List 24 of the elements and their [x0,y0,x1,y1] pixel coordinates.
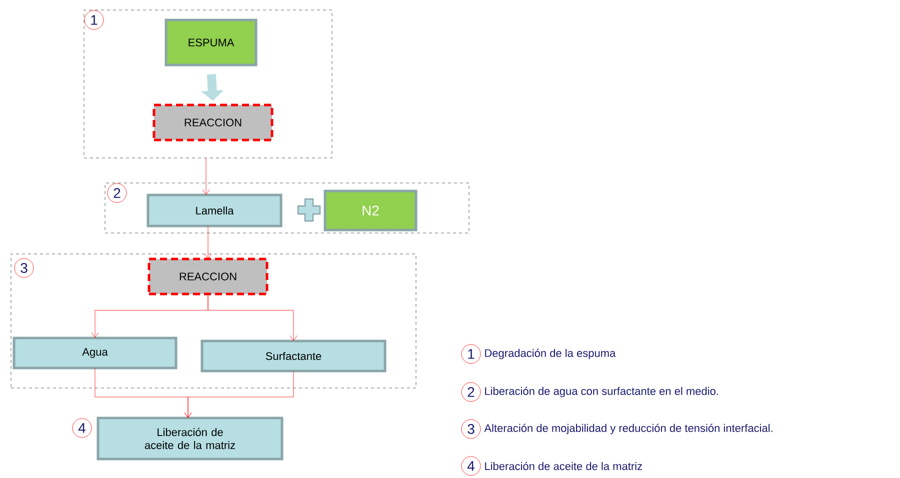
circled-number: 1 [461,344,481,364]
process-box: N2 [324,190,418,232]
circled-number: 3 [461,419,481,439]
arrow [184,370,294,418]
list-item-text: Alteración de mojabilidad y reducción de tensión interfacial. [484,424,772,434]
list-item-text: Degradación de la espuma [485,348,616,360]
list-item-text: Liberación de aceite de la matriz [485,462,642,470]
circled-number: 1 [84,10,104,30]
circled-number: 4 [72,418,92,438]
process-box: Surfactante [200,340,386,372]
list-item-text: Liberación de agua con surfactante en el medio. [485,386,718,398]
reaction-box: REACCION [148,258,268,296]
circled-number: 3 [14,258,34,278]
process-box: ESPUMA [164,18,258,66]
arrow [208,295,298,341]
reaction-box: REACCION [152,104,274,142]
arrow [202,158,210,195]
circled-number: 4 [461,456,481,476]
circled-number: 2 [107,183,127,203]
process-box: Lamella [146,194,282,228]
circled-number: 2 [461,382,481,402]
process-box: Agua [12,336,178,370]
process-box: Liberación de aceite de la matriz [96,416,284,460]
arrow [204,226,212,259]
